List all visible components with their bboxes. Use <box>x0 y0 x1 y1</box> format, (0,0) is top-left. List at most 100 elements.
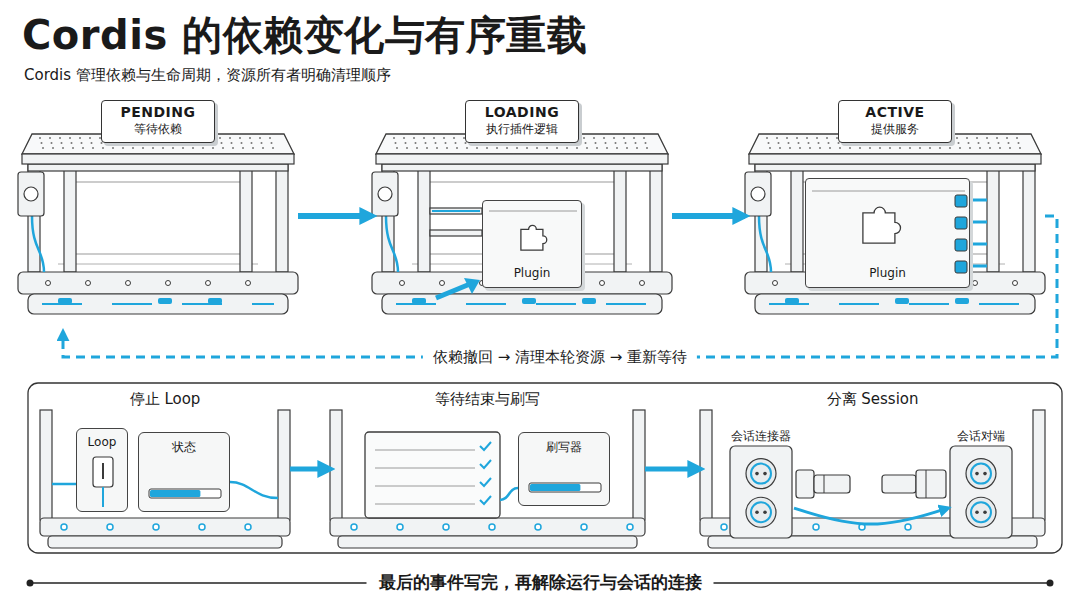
mount-hole <box>1018 142 1020 144</box>
service-cable <box>970 199 987 202</box>
mount-hole <box>416 147 418 149</box>
socket-body <box>746 497 776 527</box>
cable-port <box>58 298 72 304</box>
mount-hole <box>576 147 578 149</box>
service-port <box>955 239 967 251</box>
mount-hole <box>778 142 780 144</box>
plug-body <box>814 475 850 493</box>
state-name: LOADING <box>478 104 566 120</box>
cable-port <box>955 298 969 304</box>
session-socket: 会话对端 <box>948 426 1014 540</box>
log-row <box>375 450 475 451</box>
plug-ring <box>926 470 927 498</box>
bolt <box>813 524 819 530</box>
mount-hole <box>605 142 607 144</box>
check-mark <box>480 496 491 504</box>
bolt <box>153 524 159 530</box>
subtitle-note: Cordis 管理依赖与生命周期，资源所有者明确清理顺序 <box>24 66 391 85</box>
base-cable <box>396 303 648 305</box>
mount-hole <box>909 147 911 149</box>
step-panel: 分离 Session会话连接器会话对端 <box>700 388 1045 550</box>
mount-hole <box>486 147 488 149</box>
mount-hole <box>556 147 558 149</box>
socket-pin <box>763 472 767 476</box>
step-panel: 停止 LoopLoop状态 <box>40 388 290 550</box>
service-cable <box>970 265 987 268</box>
mount-hole <box>769 147 771 149</box>
mount-hole <box>1006 137 1008 139</box>
motor-box <box>18 172 44 216</box>
mount-hole <box>61 142 63 144</box>
bolt <box>973 281 978 286</box>
guide-rail <box>430 208 482 214</box>
log-panel <box>365 432 500 518</box>
mount-hole <box>249 137 251 139</box>
mount-hole <box>443 137 445 139</box>
socket-plate <box>950 446 1012 538</box>
stage-label: LOADING执行插件逻辑 <box>465 100 579 143</box>
service-port <box>955 261 967 273</box>
detach-arrow <box>794 508 948 524</box>
mount-hole <box>976 137 978 139</box>
mount-hole <box>466 147 468 149</box>
component-plate: Loop <box>76 428 128 512</box>
mount-hole <box>786 137 788 139</box>
mount-hole <box>566 147 568 149</box>
base-rail <box>18 272 298 294</box>
mount-hole <box>142 147 144 149</box>
plugin-module: Plugin <box>482 200 582 288</box>
mount-hole <box>221 142 223 144</box>
cable <box>52 483 76 486</box>
mount-hole <box>818 142 820 144</box>
mount-hole <box>966 137 968 139</box>
bolt <box>773 281 778 286</box>
frame-post <box>614 164 626 272</box>
mount-hole <box>616 147 618 149</box>
check-mark <box>480 478 491 486</box>
bolt <box>640 281 645 286</box>
mount-hole <box>272 147 274 149</box>
frame-foot <box>48 536 282 548</box>
mount-hole <box>413 137 415 139</box>
stage-frame: ACTIVE提供服务Plugin <box>745 100 1045 332</box>
mount-hole <box>229 137 231 139</box>
node-art <box>728 426 794 540</box>
mount-hole <box>839 147 841 149</box>
progress-track <box>529 483 601 492</box>
bolt <box>627 524 633 530</box>
push-head <box>464 278 480 294</box>
mount-hole <box>252 147 254 149</box>
module-edge <box>812 191 965 192</box>
top-beam <box>382 164 662 171</box>
mount-hole <box>958 142 960 144</box>
cable <box>759 216 771 272</box>
bolt <box>351 524 357 530</box>
top-plate-edge <box>376 154 668 164</box>
component-plate: 刷写器 <box>518 432 610 506</box>
state-description: 等待依赖 <box>114 121 202 138</box>
mount-hole <box>526 147 528 149</box>
socket-pin <box>975 472 979 476</box>
bolt <box>535 524 541 530</box>
frame-post <box>240 164 252 272</box>
top-plate-edge <box>22 154 294 164</box>
bolt <box>859 524 865 530</box>
node-label: 停止 Loop <box>40 388 290 409</box>
cable-port <box>522 298 536 304</box>
frame-post <box>40 410 52 520</box>
mount-hole <box>959 147 961 149</box>
cable <box>500 488 518 500</box>
mount-hole <box>112 147 114 149</box>
service-port <box>955 195 967 207</box>
node-label: Plugin <box>483 266 581 280</box>
mount-hole <box>819 147 821 149</box>
mount-hole <box>476 147 478 149</box>
progress-fill <box>530 484 580 491</box>
mount-hole <box>396 147 398 149</box>
bolt <box>1013 281 1018 286</box>
frame-base <box>330 518 645 536</box>
base-cable <box>769 303 1021 305</box>
mount-hole <box>789 147 791 149</box>
mount-hole <box>42 147 44 149</box>
mount-hole <box>623 137 625 139</box>
